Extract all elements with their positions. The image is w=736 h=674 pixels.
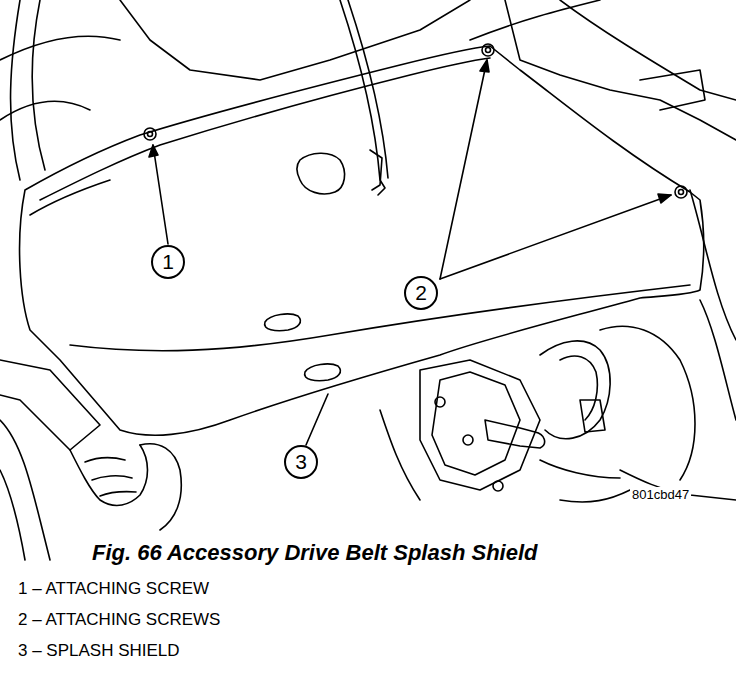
legend-line: 2 – ATTACHING SCREWS: [18, 610, 220, 630]
callout-number: 2: [415, 281, 427, 305]
callout-number: 1: [162, 250, 174, 274]
figure-caption: Fig. 66 Accessory Drive Belt Splash Shie…: [92, 540, 537, 566]
figure-code: 801cbd47: [630, 487, 691, 502]
callout-circle: 2: [404, 276, 438, 310]
callout-circle: 3: [284, 445, 318, 479]
callout-circle: 1: [151, 245, 185, 279]
legend-line: 1 – ATTACHING SCREW: [18, 579, 209, 599]
callout-number: 3: [295, 450, 307, 474]
legend-line: 3 – SPLASH SHIELD: [18, 641, 180, 661]
